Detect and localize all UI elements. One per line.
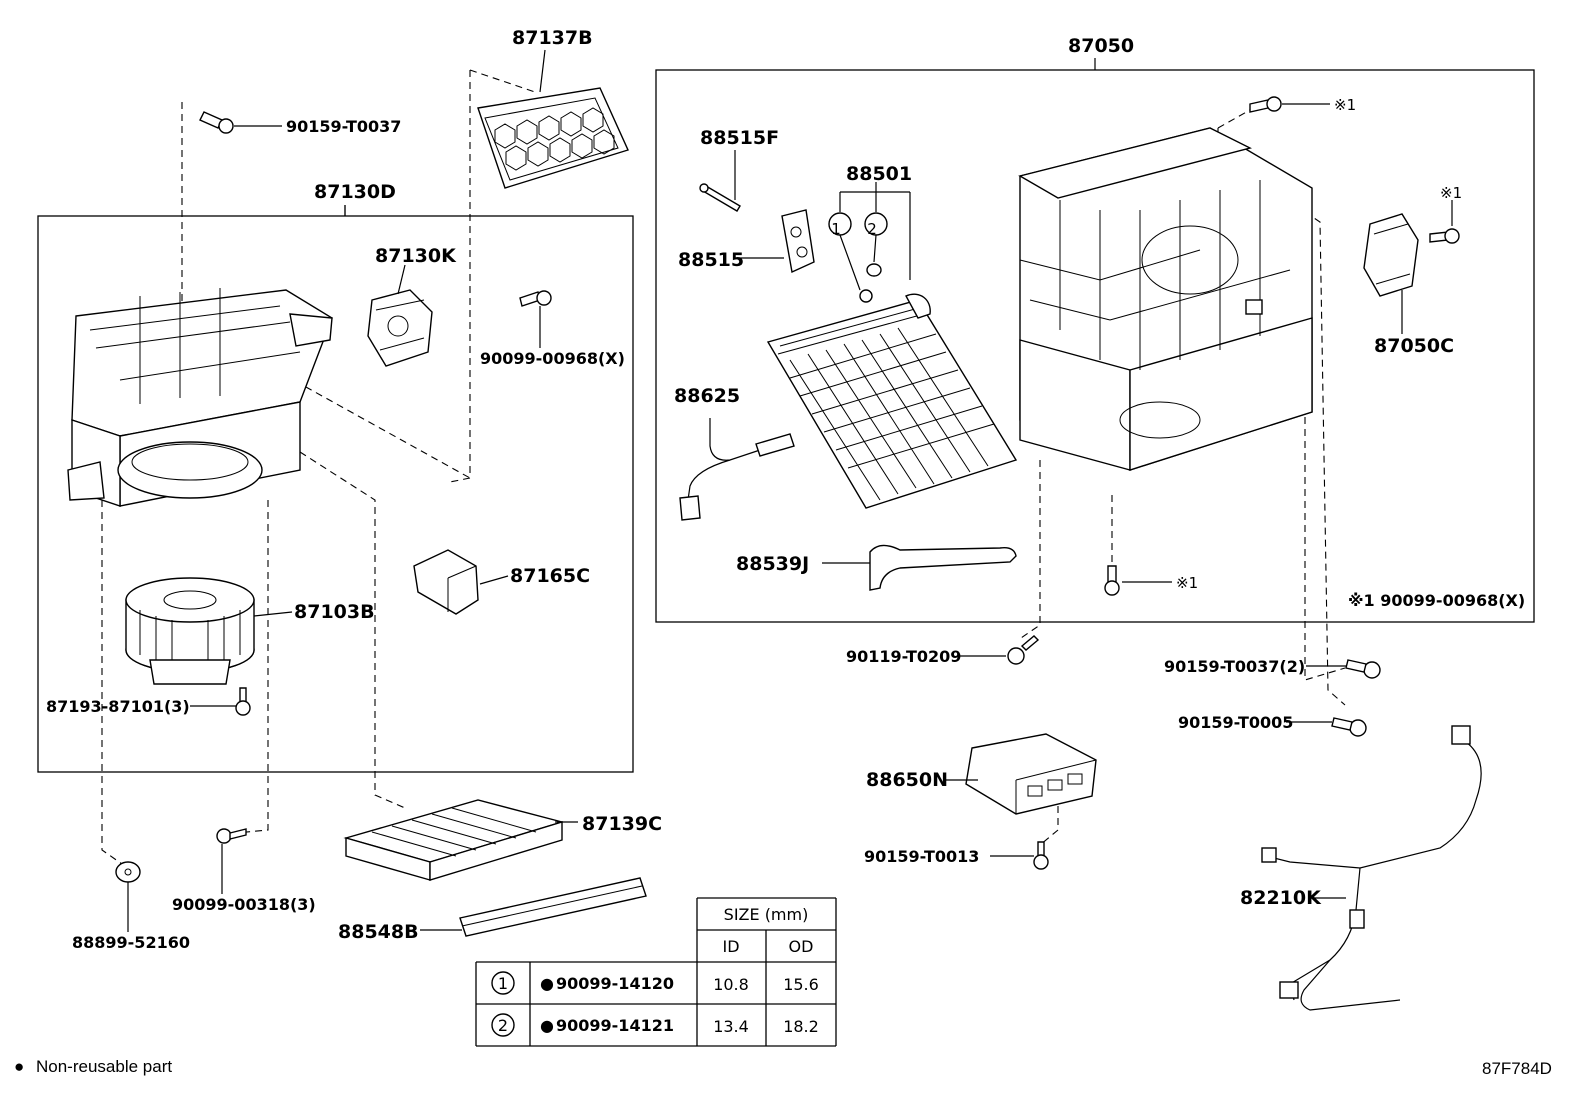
assembly-line [1017, 460, 1041, 641]
size-table: SIZE (mm) ID OD 1 ● 90099-14120 10.8 15.… [475, 897, 837, 1047]
table-row-2-part: 90099-14121 [556, 1016, 674, 1035]
assembly-line [101, 500, 123, 865]
table-header-od: OD [789, 937, 814, 956]
cabin-filter-87139C-illustration [343, 799, 578, 881]
label-90159-T0013: 90159-T0013 [864, 847, 979, 866]
bolt-90119-T0209-illustration [960, 635, 1040, 665]
label-88899-52160: 88899-52160 [72, 933, 190, 952]
assembly-line [224, 500, 269, 835]
label-87165C: 87165C [510, 565, 590, 587]
actuator-87130K-illustration [367, 264, 433, 367]
label-87137B: 87137B [512, 27, 593, 49]
label-88548B: 88548B [338, 921, 419, 943]
table-row-2-od: 18.2 [783, 1017, 819, 1036]
screw-90159-T0013-illustration [990, 841, 1049, 870]
table-header-size: SIZE (mm) [724, 905, 809, 924]
note-mark-right: ※1 [1440, 184, 1462, 202]
sensor-88625-illustration [679, 418, 795, 521]
table-row-1-od: 15.6 [783, 975, 819, 994]
table-header-id: ID [722, 937, 739, 956]
note-mark-bottom: ※1 [1176, 574, 1198, 592]
clip-88899-52160-illustration [115, 861, 141, 932]
label-87139C: 87139C [582, 813, 662, 835]
label-90099-00968X: 90099-00968(X) [480, 349, 625, 368]
label-87130K: 87130K [375, 245, 457, 267]
table-row-2-ref: 2 [498, 1016, 508, 1035]
pipe-88539J-illustration [822, 544, 1017, 591]
assembly-line [1264, 184, 1346, 706]
label-90099-00318: 90099-00318(3) [172, 895, 316, 914]
assembly-line [1304, 405, 1346, 681]
label-88650N: 88650N [866, 769, 948, 791]
evaporator-illustration [766, 293, 1018, 509]
sensor-87165C-illustration [413, 549, 509, 615]
assembly-line [1039, 770, 1059, 846]
grille-87137B-illustration [477, 49, 629, 189]
label-87050C: 87050C [1374, 335, 1454, 357]
label-82210K: 82210K [1240, 887, 1322, 909]
label-90119-T0209: 90119-T0209 [846, 647, 961, 666]
wire-harness-82210K-illustration [1261, 725, 1482, 1011]
screw-90099-00318-illustration [216, 828, 247, 894]
actuator-87050C-illustration [1363, 213, 1419, 334]
assembly-line [231, 345, 471, 479]
table-row-1-bullet: ● [540, 974, 554, 993]
note-text: ※1 90099-00968(X) [1348, 591, 1525, 610]
screw-90099-00968X-illustration [519, 290, 552, 348]
assembly-line [449, 70, 471, 483]
expansion-valve-88515-illustration [738, 209, 815, 274]
screw-note1-right-illustration [1429, 200, 1460, 244]
blower-motor-87103B-illustration [125, 577, 293, 685]
screw-note1-top-illustration [1249, 96, 1330, 113]
table-row-2-id: 13.4 [713, 1017, 749, 1036]
screw-87193-87101-illustration [190, 687, 251, 716]
label-90159-T0005: 90159-T0005 [1178, 713, 1293, 732]
label-88501: 88501 [846, 163, 912, 185]
screw-note1-bottom-illustration [1104, 565, 1172, 596]
o-ring-88501-illustration [828, 182, 911, 303]
legend-symbol: ● [14, 1057, 24, 1076]
reference-code: 87F784D [1482, 1059, 1552, 1078]
assembly-line [469, 69, 536, 93]
label-87130D: 87130D [314, 181, 396, 203]
legend-text: Non-reusable part [36, 1057, 172, 1076]
label-88515F: 88515F [700, 127, 779, 149]
seal-88548B-illustration [420, 877, 647, 937]
hvac-unit-87050-illustration [1018, 127, 1313, 471]
bolt-90159-T0037-2-illustration [1306, 659, 1381, 679]
label-90159-T0037-2: 90159-T0037(2) [1164, 657, 1305, 676]
bolt-90159-T0037-illustration [199, 111, 282, 134]
bolt-90159-T0005-illustration [1286, 717, 1367, 737]
table-row-1-part: 90099-14120 [556, 974, 674, 993]
label-87050: 87050 [1068, 35, 1134, 57]
table-row-2-ref-circle [491, 1013, 515, 1037]
control-module-88650N-illustration [944, 733, 1097, 815]
note-mark-top: ※1 [1334, 96, 1356, 114]
circle-ref-1-text: 1 [831, 220, 841, 238]
table-row-1-ref: 1 [498, 974, 508, 993]
bolt-88515F-illustration [699, 150, 741, 212]
blower-housing-87130D-illustration [67, 205, 346, 507]
label-88515: 88515 [678, 249, 744, 271]
table-row-2-bullet: ● [540, 1016, 554, 1035]
circle-ref-2-text: 2 [867, 220, 877, 238]
label-87103B: 87103B [294, 601, 375, 623]
assembly-line [299, 451, 406, 809]
label-87193-87101: 87193-87101(3) [46, 697, 190, 716]
assembly-line [1217, 109, 1251, 129]
table-row-1-ref-circle [491, 971, 515, 995]
label-90159-T0037: 90159-T0037 [286, 117, 401, 136]
label-88625: 88625 [674, 385, 740, 407]
table-row-1-id: 10.8 [713, 975, 749, 994]
group-box-87130D [37, 215, 634, 773]
label-88539J: 88539J [736, 553, 809, 575]
